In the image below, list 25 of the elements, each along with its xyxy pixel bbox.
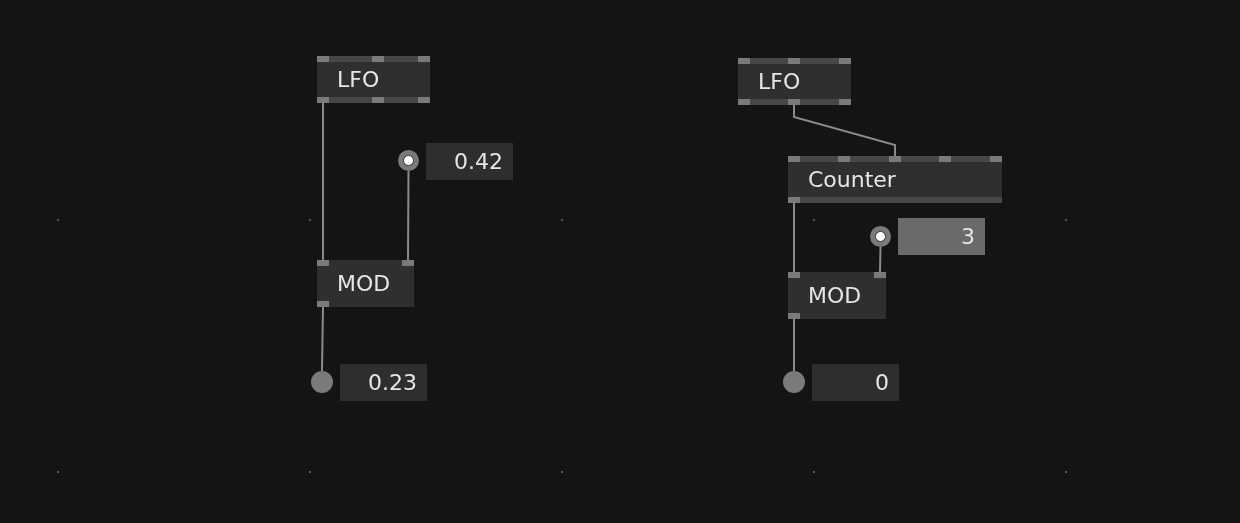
operator-node [788,156,1002,203]
operator-node [788,272,886,319]
connection-line [793,318,795,372]
value-box [898,218,985,255]
node-label: Counter [808,168,896,191]
connection-line [407,170,410,261]
value-text: 3 [961,225,975,248]
value-text: 0.23 [368,371,417,394]
connection-line [793,202,795,273]
node-label: LFO [758,70,801,93]
value-box [812,364,899,401]
node-label: LFO [337,68,380,91]
operator-node [738,58,851,105]
connection-line [879,246,882,273]
value-text: 0.42 [454,150,503,173]
connection-line [321,306,324,372]
value-box [426,143,513,180]
node-label: MOD [337,272,391,295]
value-text: 0 [875,371,889,394]
value-box [340,364,427,401]
node-label: MOD [808,284,862,307]
connection-line [793,104,896,157]
operator-node [317,56,430,103]
connection-line [322,102,324,261]
operator-node [317,260,414,307]
